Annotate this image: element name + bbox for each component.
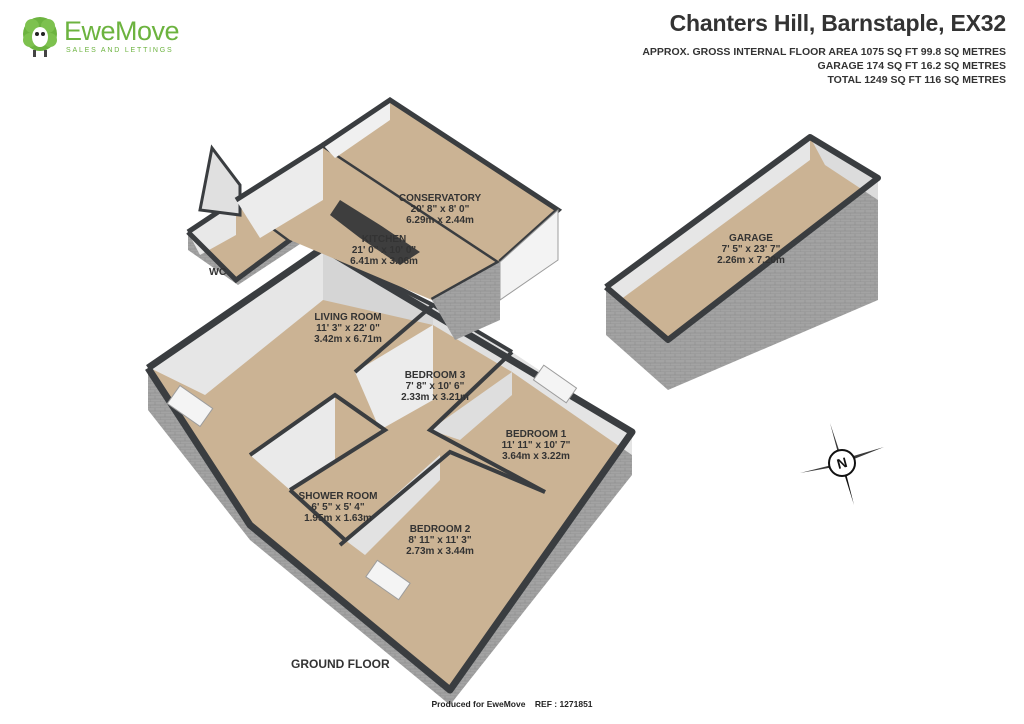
compass-north-letter: N — [835, 454, 849, 472]
room-metric: 3.42m x 6.71m — [314, 334, 382, 345]
bedroom-1-partition — [430, 372, 512, 440]
room-label-shower-room: SHOWER ROOM 6' 5" x 5' 4" 1.95m x 1.63m — [299, 491, 378, 524]
room-name: SHOWER ROOM — [298, 491, 378, 502]
room-imperial: 11' 11" x 10' 7" — [501, 440, 571, 451]
area-line-floor: APPROX. GROSS INTERNAL FLOOR AREA 1075 S… — [642, 46, 1006, 58]
room-metric: 6.41m x 3.06m — [350, 256, 418, 267]
room-label-kitchen: KITCHEN 21' 0" x 10' 0" 6.41m x 3.06m — [350, 234, 418, 267]
house-outer-wall-top — [145, 244, 636, 694]
interior-wall-d — [338, 449, 546, 547]
header: Chanters Hill, Barnstaple, EX32 APPROX. … — [642, 10, 1006, 87]
room-label-bedroom-3: BEDROOM 3 7' 8" x 10' 6" 2.33m x 3.21m — [401, 370, 469, 403]
room-metric: 6.29m x 2.44m — [406, 215, 474, 226]
compass-icon: N — [800, 423, 884, 505]
interior-wall-b — [426, 350, 546, 494]
area-line-total: TOTAL 1249 SQ FT 116 SQ METRES — [827, 74, 1006, 86]
garage-wall-top — [604, 134, 881, 343]
conservatory-floor — [323, 100, 558, 262]
room-metric: 2.33m x 3.21m — [401, 392, 469, 403]
living-room-window — [166, 384, 214, 428]
interior-wall-e — [288, 488, 347, 542]
room-label-garage: GARAGE 7' 5" x 23' 7" 2.26m x 7.20m — [717, 233, 785, 266]
house-floor — [148, 248, 632, 690]
room-metric: 1.95m x 1.63m — [304, 513, 372, 524]
property-title: Chanters Hill, Barnstaple, EX32 — [669, 10, 1007, 36]
living-room-inner-wall — [323, 250, 433, 325]
area-line-garage: GARAGE 174 SQ FT 16.2 SQ METRES — [817, 60, 1006, 72]
shower-room-wall — [250, 395, 335, 490]
wc-annex — [198, 144, 242, 217]
room-name: BEDROOM 1 — [505, 429, 567, 440]
brand-logo: EweMove SALES AND LETTINGS — [18, 12, 188, 60]
room-name: LIVING ROOM — [314, 312, 382, 323]
room-label-wc: WC — [209, 266, 227, 278]
interior-wall-c — [248, 392, 389, 492]
kitchen-worktop — [330, 200, 420, 265]
living-room-wall — [150, 250, 323, 395]
garage-floor — [606, 137, 878, 340]
room-name: CONSERVATORY — [398, 193, 482, 204]
room-imperial: 8' 11" x 11' 3" — [408, 535, 472, 546]
footer-credit: Produced for EweMove REF : 1271851 — [431, 699, 593, 709]
interior-wall-a — [353, 303, 435, 374]
room-name: KITCHEN — [361, 234, 407, 245]
bedroom-3-partition — [355, 325, 433, 430]
room-name: GARAGE — [729, 233, 773, 244]
room-label-living-room: LIVING ROOM 11' 3" x 22' 0" 3.42m x 6.71… — [314, 312, 382, 345]
kitchen-wall — [236, 145, 323, 238]
room-label-bedroom-2: BEDROOM 2 8' 11" x 11' 3" 2.73m x 3.44m — [406, 524, 474, 557]
room-imperial: 7' 8" x 10' 6" — [405, 381, 465, 392]
sheep-logo-icon — [23, 17, 57, 57]
conservatory-glass-wall — [323, 100, 390, 158]
room-label-conservatory: CONSERVATORY 20' 8" x 8' 0" 6.29m x 2.44… — [399, 193, 481, 226]
room-metric: 3.64m x 3.22m — [502, 451, 570, 462]
room-imperial: 11' 3" x 22' 0" — [316, 323, 380, 334]
room-metric: 2.73m x 3.44m — [406, 546, 474, 557]
room-name: BEDROOM 3 — [404, 370, 466, 381]
floor-label: GROUND FLOOR — [291, 657, 390, 671]
conservatory-brick — [432, 262, 500, 340]
room-imperial: 7' 5" x 23' 7" — [721, 244, 781, 255]
house-brick-base — [148, 368, 632, 705]
room-metric: 2.26m x 7.20m — [717, 255, 785, 266]
room-imperial: 20' 8" x 8' 0" — [410, 204, 470, 215]
bedroom-2-window — [365, 559, 411, 601]
room-label-bedroom-1: BEDROOM 1 11' 11" x 10' 7" 3.64m x 3.22m — [502, 429, 571, 462]
brand-name: EweMove — [64, 16, 180, 46]
brand-tagline: SALES AND LETTINGS — [66, 47, 174, 54]
room-name: BEDROOM 2 — [409, 524, 471, 535]
room-imperial: 21' 0" x 10' 0" — [351, 245, 417, 256]
garage-side-wall — [810, 137, 878, 200]
room-imperial: 6' 5" x 5' 4" — [311, 502, 365, 513]
bedroom-1-window — [532, 364, 578, 404]
